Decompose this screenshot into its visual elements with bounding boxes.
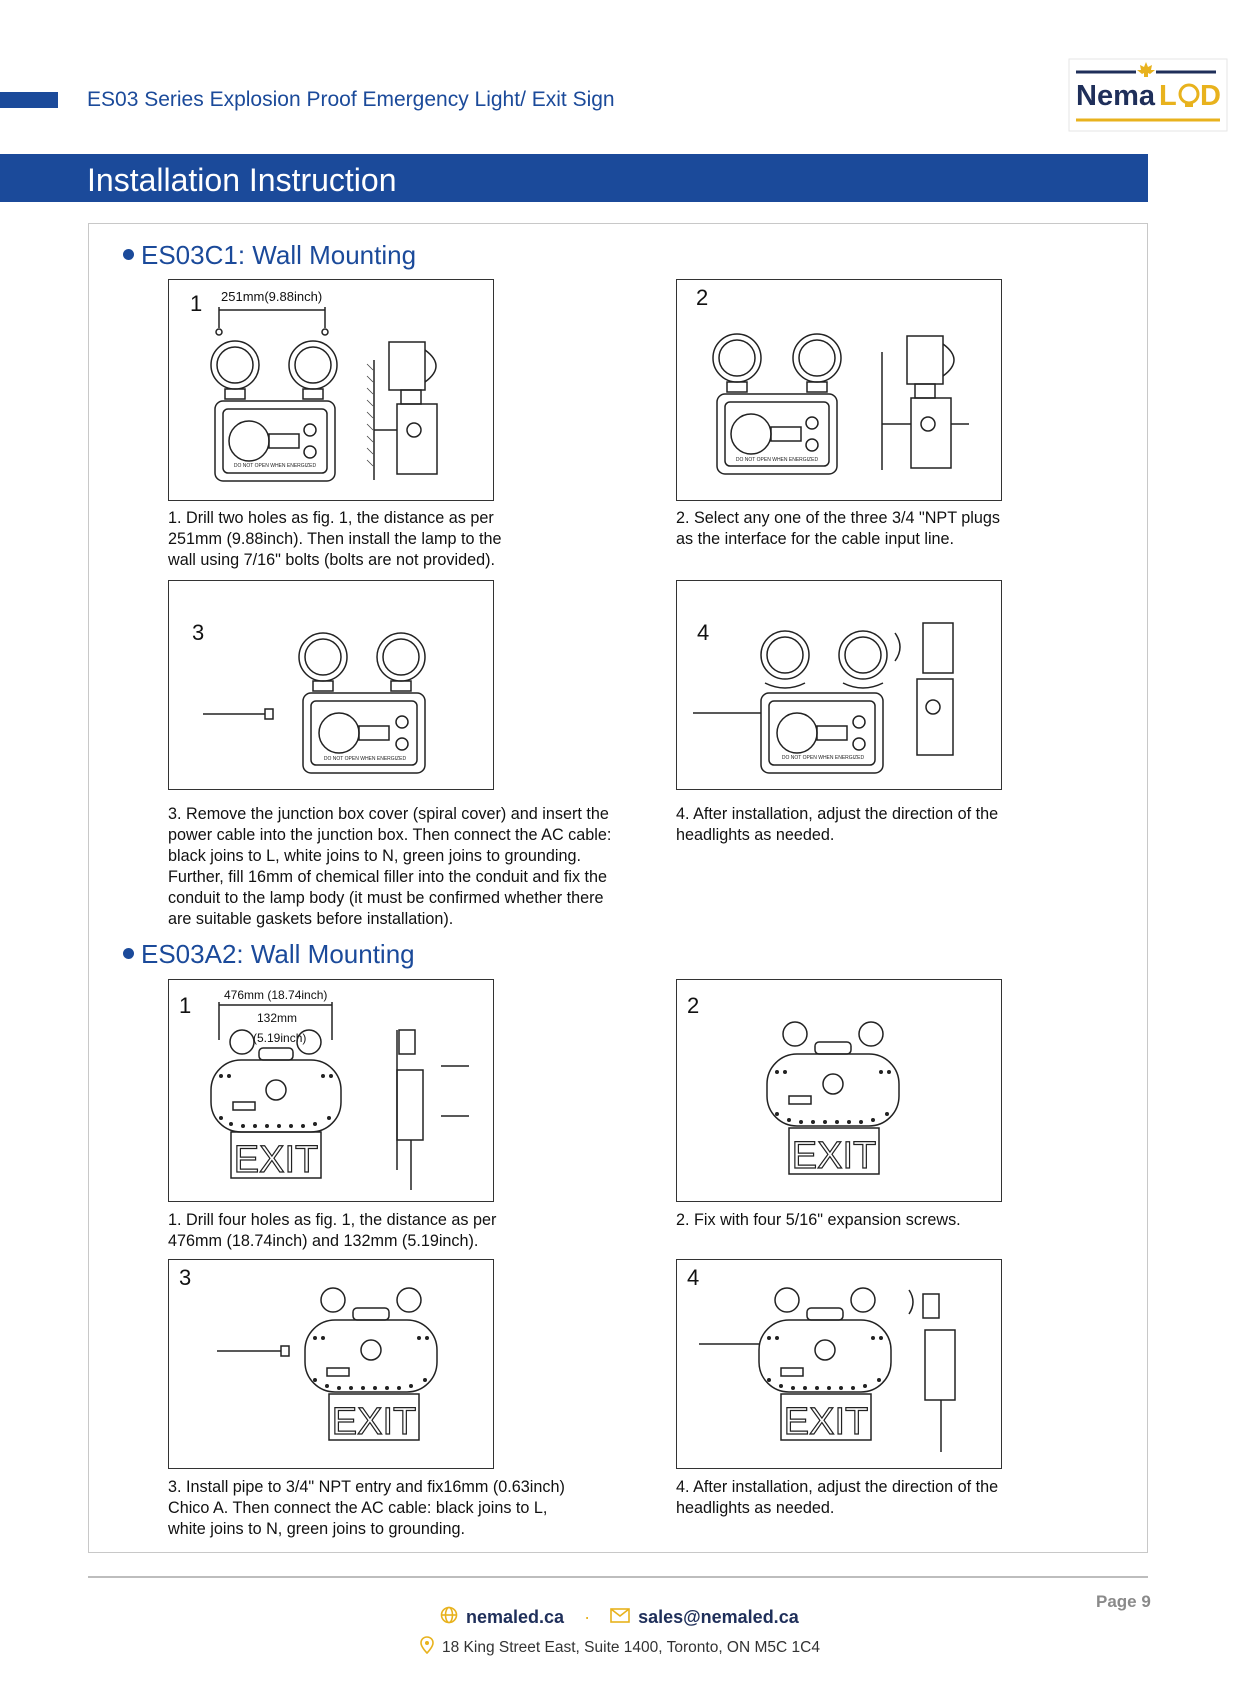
figure-caption: 4. After installation, adjust the direct… [676,1477,998,1519]
section-heading-es03a2: ES03A2: Wall Mounting [141,939,415,969]
caption-line: are suitable gaskets before installation… [168,910,454,928]
caption-line: white joins to N, green joins to groundi… [168,1520,465,1538]
figure-caption: 3. Install pipe to 3/4" NPT entry and fi… [168,1477,565,1540]
figure-a2-1: 1 476mm (18.74inch) 132mm (5.19inch) EXI… [168,979,494,1202]
dimension-label: 132mm [257,1011,298,1025]
pipe-install-drawing: EXIT [217,1287,438,1444]
caption-line: 3. Install pipe to 3/4" NPT entry and fi… [168,1478,565,1496]
logo-text-l: L [1159,80,1177,112]
footer-address-row: 18 King Street East, Suite 1400, Toronto… [420,1636,820,1659]
figure-c1-1: 1 251mm(9.88inch) DO NOT OPEN WHEN ENE [168,279,494,501]
exit-sign-text: EXIT [234,1139,318,1181]
globe-icon [440,1606,458,1629]
figure-c1-2: 2 DO NOT OPEN WHEN ENERGIZED [676,279,1002,501]
figure-a2-4: 4 EXIT [676,1259,1002,1469]
email-link[interactable]: sales@nemaled.ca [638,1607,799,1627]
device-warning-label: DO NOT OPEN WHEN ENERGIZED [736,457,819,463]
logo-text-d: D [1200,80,1221,112]
figure-a2-3: 3 EXIT [168,1259,494,1469]
figure-number: 1 [190,291,203,316]
figure-a2-2: 2 EXIT [676,979,1002,1202]
content-frame [88,223,1148,1553]
caption-line: 2. Select any one of the three 3/4 "NPT … [676,509,1001,527]
caption-line: conduit to the lamp body (it must be con… [168,889,604,907]
npt-plug-drawing: DO NOT OPEN WHEN ENERGIZED [712,333,969,475]
caption-line: 3. Remove the junction box cover (spiral… [168,805,609,823]
exit-sign-mount-drawing: EXIT [210,1002,469,1190]
dimension-label: 251mm(9.88inch) [221,289,323,304]
figure-number: 4 [697,620,710,645]
figure-number: 2 [696,285,709,310]
dimension-label: (5.19inch) [253,1031,307,1045]
device-warning-label: DO NOT OPEN WHEN ENERGIZED [324,756,407,762]
location-pin-icon [420,1636,434,1659]
logo-text-nema: Nema [1076,80,1156,112]
bullet-icon [123,249,134,260]
exit-sign-text: EXIT [332,1401,416,1443]
envelope-icon [610,1607,630,1628]
exit-sign-text: EXIT [792,1135,876,1177]
exit-sign-text: EXIT [784,1401,868,1443]
expansion-screw-drawing: EXIT [766,1021,900,1178]
caption-line: 4. After installation, adjust the direct… [676,1478,999,1496]
page-number: Page 9 [1096,1592,1151,1611]
caption-line: 251mm (9.88inch). Then install the lamp … [168,530,502,548]
figure-number: 2 [687,993,700,1018]
junction-box-drawing: DO NOT OPEN WHEN ENERGIZED [203,632,426,774]
caption-line: black joins to L, white joins to N, gree… [168,847,582,865]
exit-headlight-adjust-drawing: EXIT [699,1287,956,1452]
bullet-icon [123,948,134,959]
figure-c1-4: 4 DO NOT OPEN WHEN ENERGIZED [676,580,1002,790]
nemaled-logo: Nema L D [1068,58,1228,132]
caption-line: 476mm (18.74inch) and 132mm (5.19inch). [168,1232,479,1250]
figure-number: 1 [179,993,192,1018]
figure-caption: 4. After installation, adjust the direct… [676,804,998,846]
figure-caption: 1. Drill two holes as fig. 1, the distan… [168,508,502,571]
maple-leaf-icon [1137,62,1155,77]
figure-number: 4 [687,1265,700,1290]
caption-line: 1. Drill two holes as fig. 1, the distan… [168,509,494,527]
header-accent-bar [0,92,58,108]
caption-line: headlights as needed. [676,1499,835,1517]
wall-mount-drawing: DO NOT OPEN WHEN ENERGIZED [210,307,438,482]
caption-line: 2. Fix with four 5/16" expansion screws. [676,1211,961,1229]
caption-line: 4. After installation, adjust the direct… [676,805,999,823]
headlight-adjust-drawing: DO NOT OPEN WHEN ENERGIZED [693,622,954,774]
footer-divider [88,1576,1148,1578]
figure-caption: 2. Fix with four 5/16" expansion screws. [676,1210,961,1231]
footer-contact-row: nemaled.ca · sales@nemaled.ca [440,1606,799,1629]
figure-number: 3 [179,1265,192,1290]
dimension-label: 476mm (18.74inch) [224,988,328,1002]
figure-number: 3 [192,620,205,645]
footer-separator: · [584,1607,591,1627]
document-title: ES03 Series Explosion Proof Emergency Li… [87,88,615,111]
device-warning-label: DO NOT OPEN WHEN ENERGIZED [782,755,865,761]
caption-line: 1. Drill four holes as fig. 1, the dista… [168,1211,497,1229]
section-heading-es03c1: ES03C1: Wall Mounting [141,240,417,270]
figure-caption: 3. Remove the junction box cover (spiral… [168,804,611,930]
banner-title: Installation Instruction [87,162,397,198]
device-warning-label: DO NOT OPEN WHEN ENERGIZED [234,463,317,469]
caption-line: power cable into the junction box. Then … [168,826,612,844]
caption-line: headlights as needed. [676,826,835,844]
figure-caption: 1. Drill four holes as fig. 1, the dista… [168,1210,496,1252]
company-address: 18 King Street East, Suite 1400, Toronto… [442,1638,820,1656]
caption-line: Further, fill 16mm of chemical filler in… [168,868,608,886]
caption-line: as the interface for the cable input lin… [676,530,955,548]
caption-line: wall using 7/16" bolts (bolts are not pr… [168,551,495,569]
website-link[interactable]: nemaled.ca [466,1607,565,1627]
bulb-icon [1178,83,1200,107]
caption-line: Chico A. Then connect the AC cable: blac… [168,1499,548,1517]
figure-c1-3: 3 DO NOT OPEN WHEN ENERGIZED [168,580,494,790]
figure-caption: 2. Select any one of the three 3/4 "NPT … [676,508,1000,550]
section-banner: Installation Instruction [0,154,1148,202]
